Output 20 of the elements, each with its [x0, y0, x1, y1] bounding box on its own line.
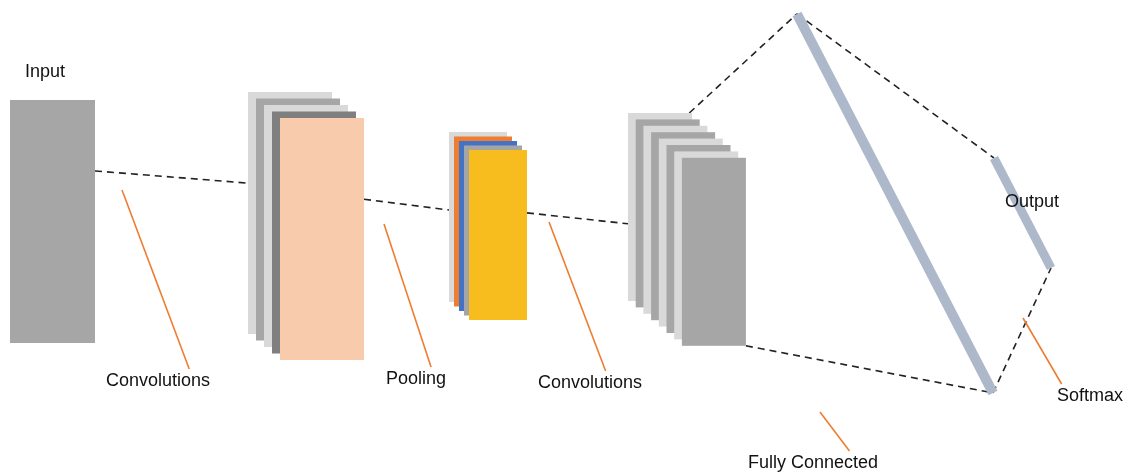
layer-label: Pooling — [386, 367, 447, 389]
leader-line — [1022, 317, 1063, 385]
leader-line — [383, 223, 432, 368]
connector-line — [688, 13, 798, 114]
layer-label: Softmax — [1057, 384, 1124, 406]
leader-line — [819, 411, 851, 452]
connector-line — [94, 170, 249, 184]
node-label: Input — [25, 60, 66, 82]
feature-map-stack — [248, 92, 364, 360]
connector-line — [796, 13, 995, 159]
connector-line — [363, 198, 450, 211]
connector-line — [526, 212, 629, 225]
layer-label: Convolutions — [538, 371, 643, 393]
feature-map-stack — [628, 113, 746, 346]
node-label: Output — [1005, 190, 1060, 212]
feature-map-stack — [449, 132, 527, 320]
leader-line — [548, 221, 607, 372]
layer-label: Convolutions — [106, 369, 211, 391]
layer-label: Fully Connected — [748, 451, 879, 473]
leader-line — [121, 189, 191, 370]
